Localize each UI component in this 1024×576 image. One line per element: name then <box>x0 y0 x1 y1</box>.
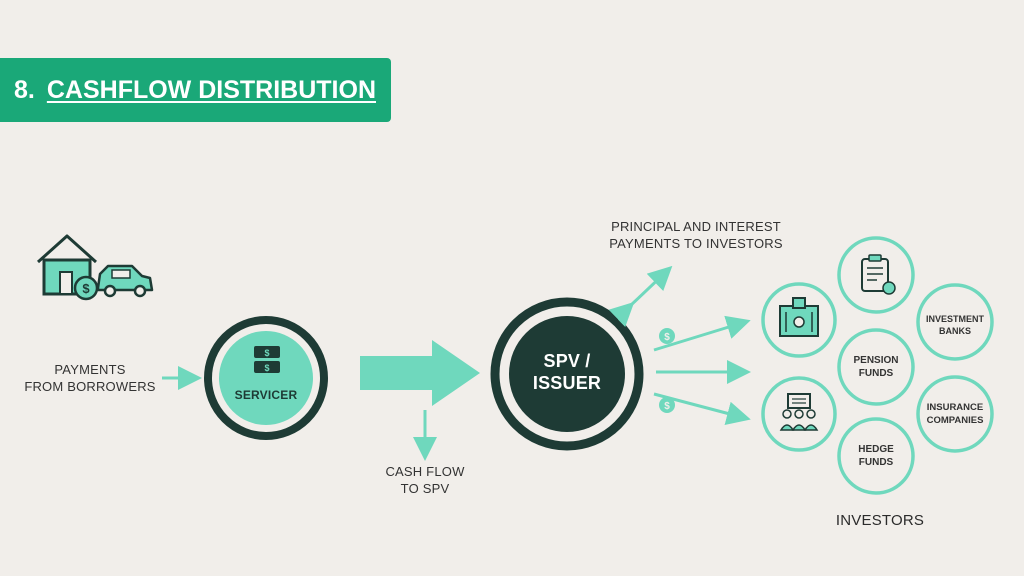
label-line: COMPANIES <box>926 415 984 426</box>
spv-node <box>490 297 644 451</box>
pension-funds-node <box>837 328 915 406</box>
hedge-funds-label: HEDGE FUNDS <box>836 443 916 469</box>
label-line: ISSUER <box>532 373 602 393</box>
investors-label: INVESTORS <box>835 512 925 529</box>
arrow-principal-interest <box>608 265 673 328</box>
investment-banks-node <box>916 283 994 361</box>
label-line: HEDGE <box>858 444 894 455</box>
svg-text:$: $ <box>82 281 90 296</box>
big-arrow-to-spv <box>360 340 480 406</box>
pension-funds-label: PENSION FUNDS <box>836 354 916 380</box>
section-header: 8. CASHFLOW DISTRIBUTION <box>0 58 391 122</box>
dollar-coin-icon: $ <box>73 275 99 301</box>
spv-issuer-label: SPV / ISSUER <box>517 350 617 394</box>
investment-banks-label: INVESTMENT BANKS <box>915 313 995 337</box>
svg-text:$: $ <box>664 332 670 343</box>
people-board-icon <box>779 393 819 431</box>
principal-interest-label: PRINCIPAL AND INTEREST PAYMENTS TO INVES… <box>596 218 796 252</box>
arrow-to-investors-top <box>653 315 751 352</box>
label-line: TO SPV <box>400 481 450 496</box>
investor-circles <box>761 236 994 495</box>
label-line: INSURANCE <box>926 402 984 413</box>
arrow-to-investors-bottom <box>653 392 751 426</box>
label-line: FUNDS <box>858 368 894 379</box>
servicer-node <box>204 316 328 440</box>
svg-text:$: $ <box>664 401 670 412</box>
label-line: PAYMENTS TO INVESTORS <box>609 236 783 251</box>
label-line: PRINCIPAL AND INTEREST <box>611 219 781 234</box>
label-line: PENSION <box>853 355 899 366</box>
label-line: SPV / <box>543 351 591 371</box>
insurance-companies-label: INSURANCE COMPANIES <box>913 401 997 427</box>
car-icon <box>96 264 154 298</box>
svg-text:$: $ <box>264 348 269 358</box>
label-line: INVESTMENT <box>925 314 984 324</box>
label-line: CASH FLOW <box>385 464 465 479</box>
section-title: CASHFLOW DISTRIBUTION <box>46 75 376 104</box>
building-icon <box>779 297 819 337</box>
insurance-companies-node <box>916 375 994 453</box>
clipboard-icon <box>861 254 896 295</box>
hedge-funds-node <box>837 417 915 495</box>
label-line: BANKS <box>938 326 971 336</box>
cash-icon: $ $ <box>254 346 280 373</box>
label-line: FROM BORROWERS <box>24 379 156 394</box>
label-line: PAYMENTS <box>54 362 126 377</box>
svg-text:$: $ <box>264 363 269 373</box>
cash-flow-to-spv-label: CASH FLOW TO SPV <box>370 463 480 497</box>
label-line: FUNDS <box>858 457 894 468</box>
dollar-coin-icon: $ $ <box>659 328 675 413</box>
section-number: 8. <box>14 75 35 104</box>
servicer-label: SERVICER <box>234 388 298 402</box>
payments-from-borrowers-label: PAYMENTS FROM BORROWERS <box>20 361 160 395</box>
